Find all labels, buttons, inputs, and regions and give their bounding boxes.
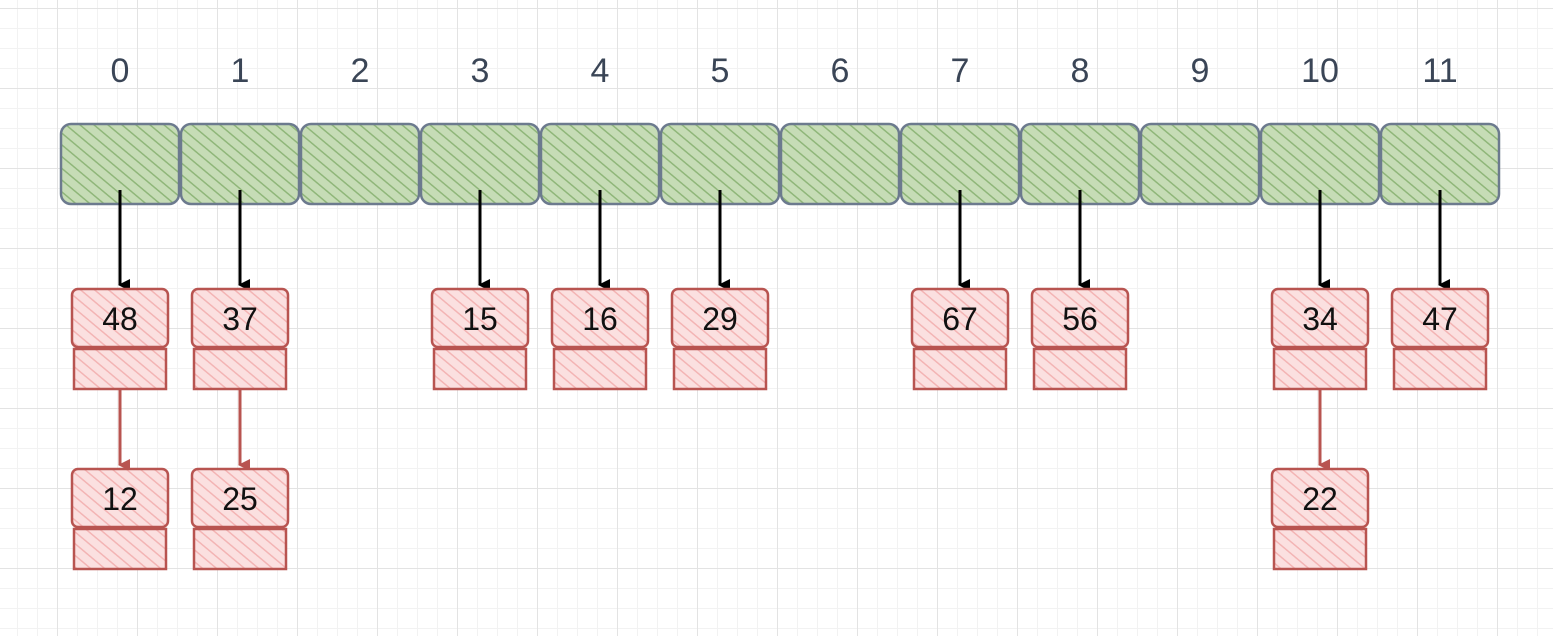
index-label: 5	[711, 52, 730, 90]
node-value: 37	[222, 301, 258, 337]
index-label: 4	[591, 52, 610, 90]
index-label: 3	[471, 52, 490, 90]
index-label: 2	[351, 52, 370, 90]
bucket-cell	[779, 122, 901, 206]
node-value: 67	[942, 301, 978, 337]
node-value-cell	[910, 287, 1010, 349]
node-value-cell	[670, 287, 770, 349]
pointer-arrows	[118, 190, 1450, 471]
node-value-cell	[550, 287, 650, 349]
node-value: 29	[702, 301, 738, 337]
bucket-cell	[299, 122, 421, 206]
index-labels: 0 1 2 3 4 5 6 7 8 9 10 11	[111, 52, 1458, 90]
node-value: 16	[582, 301, 618, 337]
bucket-cell	[1139, 122, 1261, 206]
node-value-cell	[1030, 287, 1130, 349]
node-pointer-cell	[432, 347, 528, 391]
node-pointer-cell	[1272, 347, 1368, 391]
node-value: 48	[102, 301, 138, 337]
node-pointer-cell	[912, 347, 1008, 391]
index-label: 10	[1301, 52, 1339, 90]
node-pointer-cell	[1392, 347, 1488, 391]
node-pointer-cell	[552, 347, 648, 391]
index-label: 1	[231, 52, 250, 90]
node-value: 56	[1062, 301, 1098, 337]
index-label: 9	[1191, 52, 1210, 90]
node-value: 25	[222, 481, 258, 517]
node-value: 22	[1302, 481, 1338, 517]
chain-nodes: 48 12 37 25 15 16 29 67 56 34 22 47	[70, 287, 1490, 571]
node-value-cell	[190, 467, 290, 529]
index-label: 6	[831, 52, 850, 90]
node-pointer-cell	[72, 527, 168, 571]
node-value-cell	[1270, 467, 1370, 529]
node-value-cell	[70, 467, 170, 529]
node-pointer-cell	[1032, 347, 1128, 391]
node-pointer-cell	[672, 347, 768, 391]
index-label: 0	[111, 52, 130, 90]
node-value: 15	[462, 301, 498, 337]
index-label: 8	[1071, 52, 1090, 90]
node-value-cell	[1270, 287, 1370, 349]
node-value: 34	[1302, 301, 1338, 337]
bucket-array	[59, 122, 1501, 206]
node-value-cell	[190, 287, 290, 349]
node-pointer-cell	[192, 347, 288, 391]
node-value: 47	[1422, 301, 1458, 337]
node-pointer-cell	[192, 527, 288, 571]
node-value-cell	[1390, 287, 1490, 349]
node-value-cell	[430, 287, 530, 349]
node-pointer-cell	[1272, 527, 1368, 571]
index-label: 7	[951, 52, 970, 90]
node-value-cell	[70, 287, 170, 349]
node-pointer-cell	[72, 347, 168, 391]
node-value: 12	[102, 481, 138, 517]
index-label: 11	[1422, 52, 1457, 90]
